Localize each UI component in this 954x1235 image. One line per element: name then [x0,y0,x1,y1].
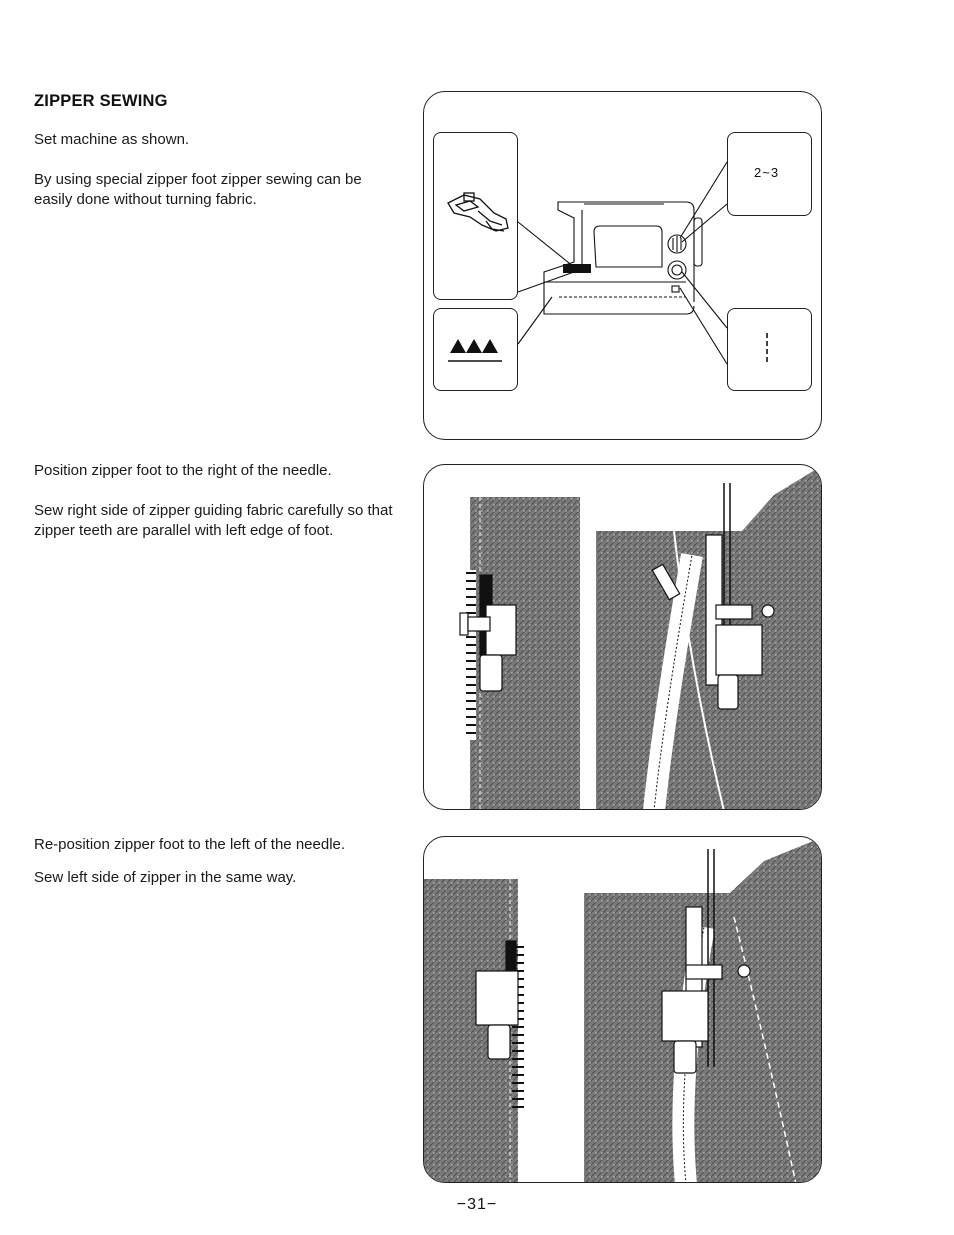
zipper-left-illustration [424,837,821,1182]
section-title: ZIPPER SEWING [34,92,168,110]
page-number: −31− [456,1196,498,1213]
step3-text-2: Sew left side of zipper in the same way. [34,869,297,886]
zipper-left-panel [423,836,822,1183]
zipper-right-illustration [459,466,821,809]
stitch-pattern-callout [727,308,812,391]
step3-text-1: Re-position zipper foot to the left of t… [34,836,346,853]
feed-dog-callout [433,308,518,391]
sewing-machine-drawing [517,161,728,365]
zipper-foot-icon [447,192,509,232]
machine-settings-panel: 2~3 [423,91,822,440]
zipper-right-panel [423,464,822,810]
stitch-length-value: 2~3 [754,165,780,180]
step2-text-2: Sew right side of zipper guiding fabric … [34,502,393,539]
stitch-length-callout: 2~3 [727,132,812,216]
step1-text-1: Set machine as shown. [34,131,190,148]
feed-dog-up-icon [448,339,502,362]
presser-foot-callout [433,132,518,300]
step1-text-2: By using special zipper foot zipper sewi… [34,171,362,208]
step2-text-1: Position zipper foot to the right of the… [34,462,332,479]
straight-stitch-icon [766,333,768,365]
